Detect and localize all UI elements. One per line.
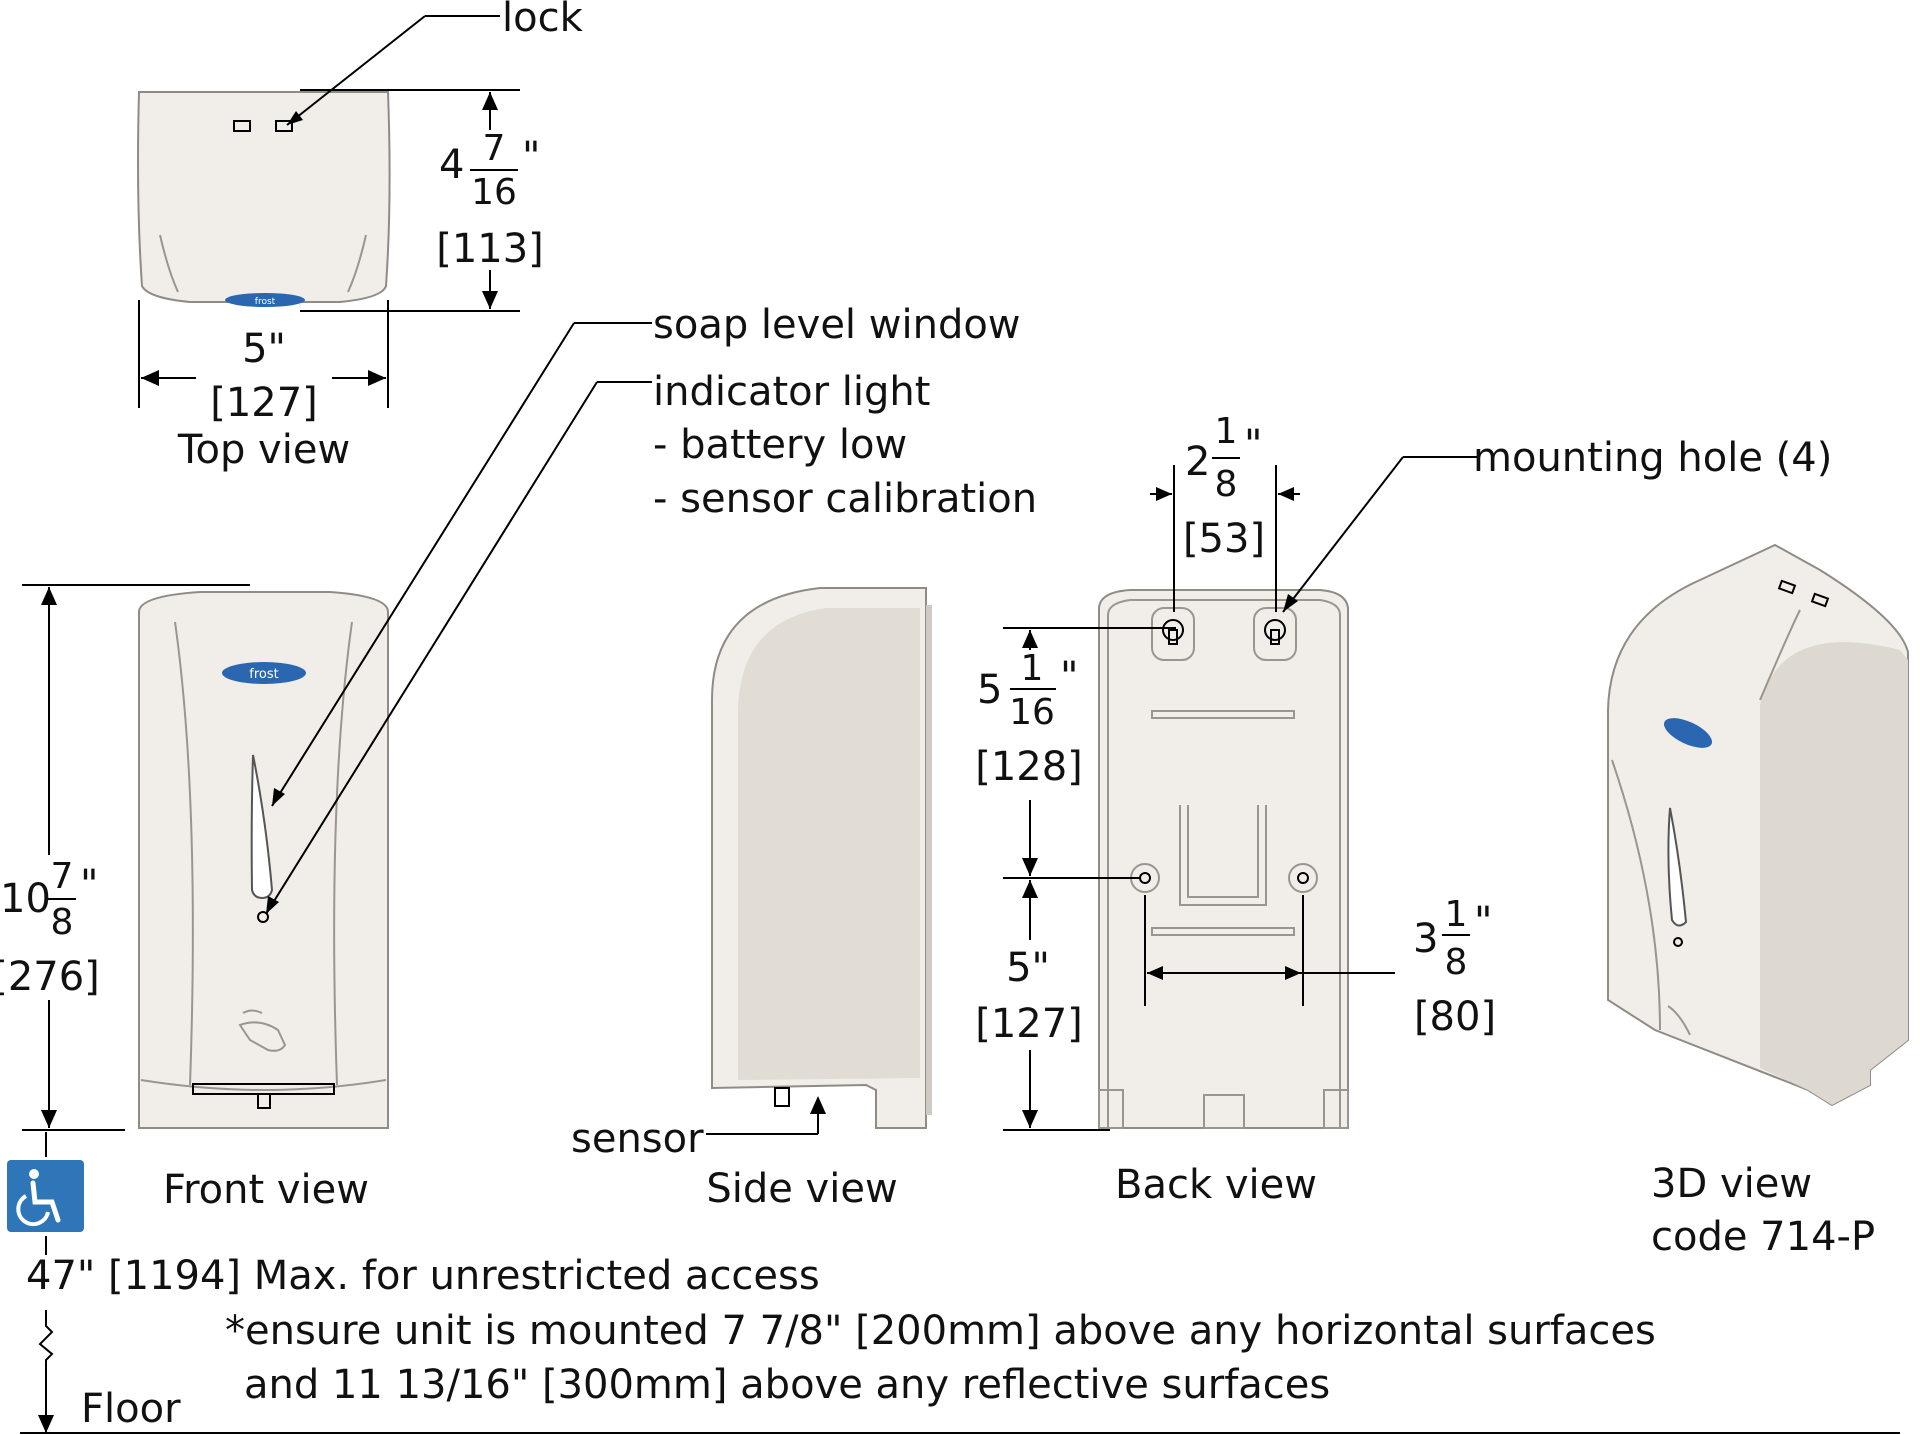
svg-text:4: 4 (439, 142, 464, 188)
svg-text:frost: frost (255, 297, 276, 307)
svg-text:lock: lock (502, 0, 584, 41)
dim-front-height: 10 7 8 " [276] (0, 856, 100, 1000)
svg-text:1: 1 (1215, 411, 1238, 452)
sensor-callout: sensor (571, 1096, 826, 1162)
top-view: frost 4 7 16 " [113] 5" [127] Top view (137, 89, 544, 473)
svg-text:1: 1 (1445, 894, 1468, 935)
hand-sensor-icon (238, 1009, 287, 1052)
svg-text:2: 2 (1185, 439, 1210, 485)
product-code: code 714-P (1651, 1214, 1875, 1260)
svg-text:- sensor calibration: - sensor calibration (653, 476, 1037, 522)
mounting-note-line2: and 11 13/16" [300mm] above any reflecti… (244, 1362, 1330, 1408)
svg-text:[127]: [127] (975, 1001, 1083, 1047)
dim-top-depth: 4 7 16 " [113] (436, 128, 544, 272)
svg-text:8: 8 (1215, 464, 1238, 505)
svg-text:8: 8 (51, 902, 74, 943)
side-view: Side view (706, 587, 932, 1212)
logo-badge: frost (225, 293, 305, 307)
svg-text:[127]: [127] (210, 380, 318, 426)
3d-view-label: 3D view (1651, 1161, 1812, 1207)
indicator-light-callout: indicator light - battery low - sensor c… (265, 369, 1037, 915)
svg-text:": " (1060, 654, 1078, 700)
logo-badge (1663, 718, 1713, 748)
svg-text:10: 10 (0, 876, 51, 922)
svg-text:": " (522, 134, 540, 180)
svg-text:": " (1474, 899, 1492, 945)
svg-text:[53]: [53] (1183, 516, 1265, 562)
top-view-label: Top view (177, 427, 350, 473)
logo-badge: frost (222, 662, 306, 684)
front-view: frost 10 7 8 " [276] Front view (0, 584, 389, 1213)
svg-text:5": 5" (242, 326, 286, 372)
svg-text:16: 16 (1009, 692, 1055, 733)
floor-label: Floor (81, 1386, 181, 1432)
svg-text:5: 5 (977, 667, 1002, 713)
svg-text:5": 5" (1006, 945, 1050, 991)
side-view-label: Side view (706, 1166, 897, 1212)
dim-top-width: 5" [127] (210, 326, 318, 426)
svg-text:soap level window: soap level window (653, 302, 1021, 348)
max-height-text: 47" [1194] Max. for unrestricted access (26, 1253, 820, 1299)
dim-top-hole-drop: 5 1 16 " [128] (975, 648, 1083, 790)
dim-hole-spacing-top: 2 1 8 " [53] (1183, 411, 1265, 562)
accessibility-section: 47" [1194] Max. for unrestricted access … (7, 1132, 1900, 1434)
lock-callout: lock (286, 0, 584, 126)
wheelchair-icon (7, 1160, 84, 1232)
svg-text:[276]: [276] (0, 954, 100, 1000)
svg-text:": " (80, 862, 98, 908)
front-view-label: Front view (163, 1167, 369, 1213)
dim-lower-hole-height: 5" [127] (975, 945, 1083, 1047)
svg-text:8: 8 (1445, 942, 1468, 983)
back-view-label: Back view (1115, 1162, 1317, 1208)
svg-text:sensor: sensor (571, 1116, 704, 1162)
hand-sensor-icon (1667, 1005, 1691, 1036)
soap-level-callout: soap level window (271, 302, 1021, 807)
dim-hole-spacing-bottom: 3 1 8 " [80] (1413, 894, 1496, 1040)
svg-text:indicator light: indicator light (653, 369, 930, 415)
svg-text:16: 16 (471, 172, 517, 213)
3d-view: 3D view code 714-P (1607, 543, 1909, 1260)
svg-text:7: 7 (51, 856, 74, 897)
svg-text:1: 1 (1021, 648, 1044, 689)
svg-text:3: 3 (1413, 916, 1438, 962)
svg-text:- battery low: - battery low (653, 422, 907, 468)
back-view: 2 1 8 " [53] 5 1 16 " [128] 5" [127] (975, 411, 1496, 1208)
svg-text:mounting hole (4): mounting hole (4) (1473, 435, 1832, 481)
mounting-hole-callout: mounting hole (4) (1282, 435, 1832, 613)
svg-text:": " (1244, 422, 1262, 468)
svg-text:frost: frost (249, 667, 278, 682)
mounting-note-line1: *ensure unit is mounted 7 7/8" [200mm] a… (225, 1308, 1656, 1354)
svg-text:[128]: [128] (975, 744, 1083, 790)
svg-text:[113]: [113] (436, 226, 544, 272)
svg-text:7: 7 (483, 128, 506, 169)
svg-text:[80]: [80] (1414, 994, 1496, 1040)
